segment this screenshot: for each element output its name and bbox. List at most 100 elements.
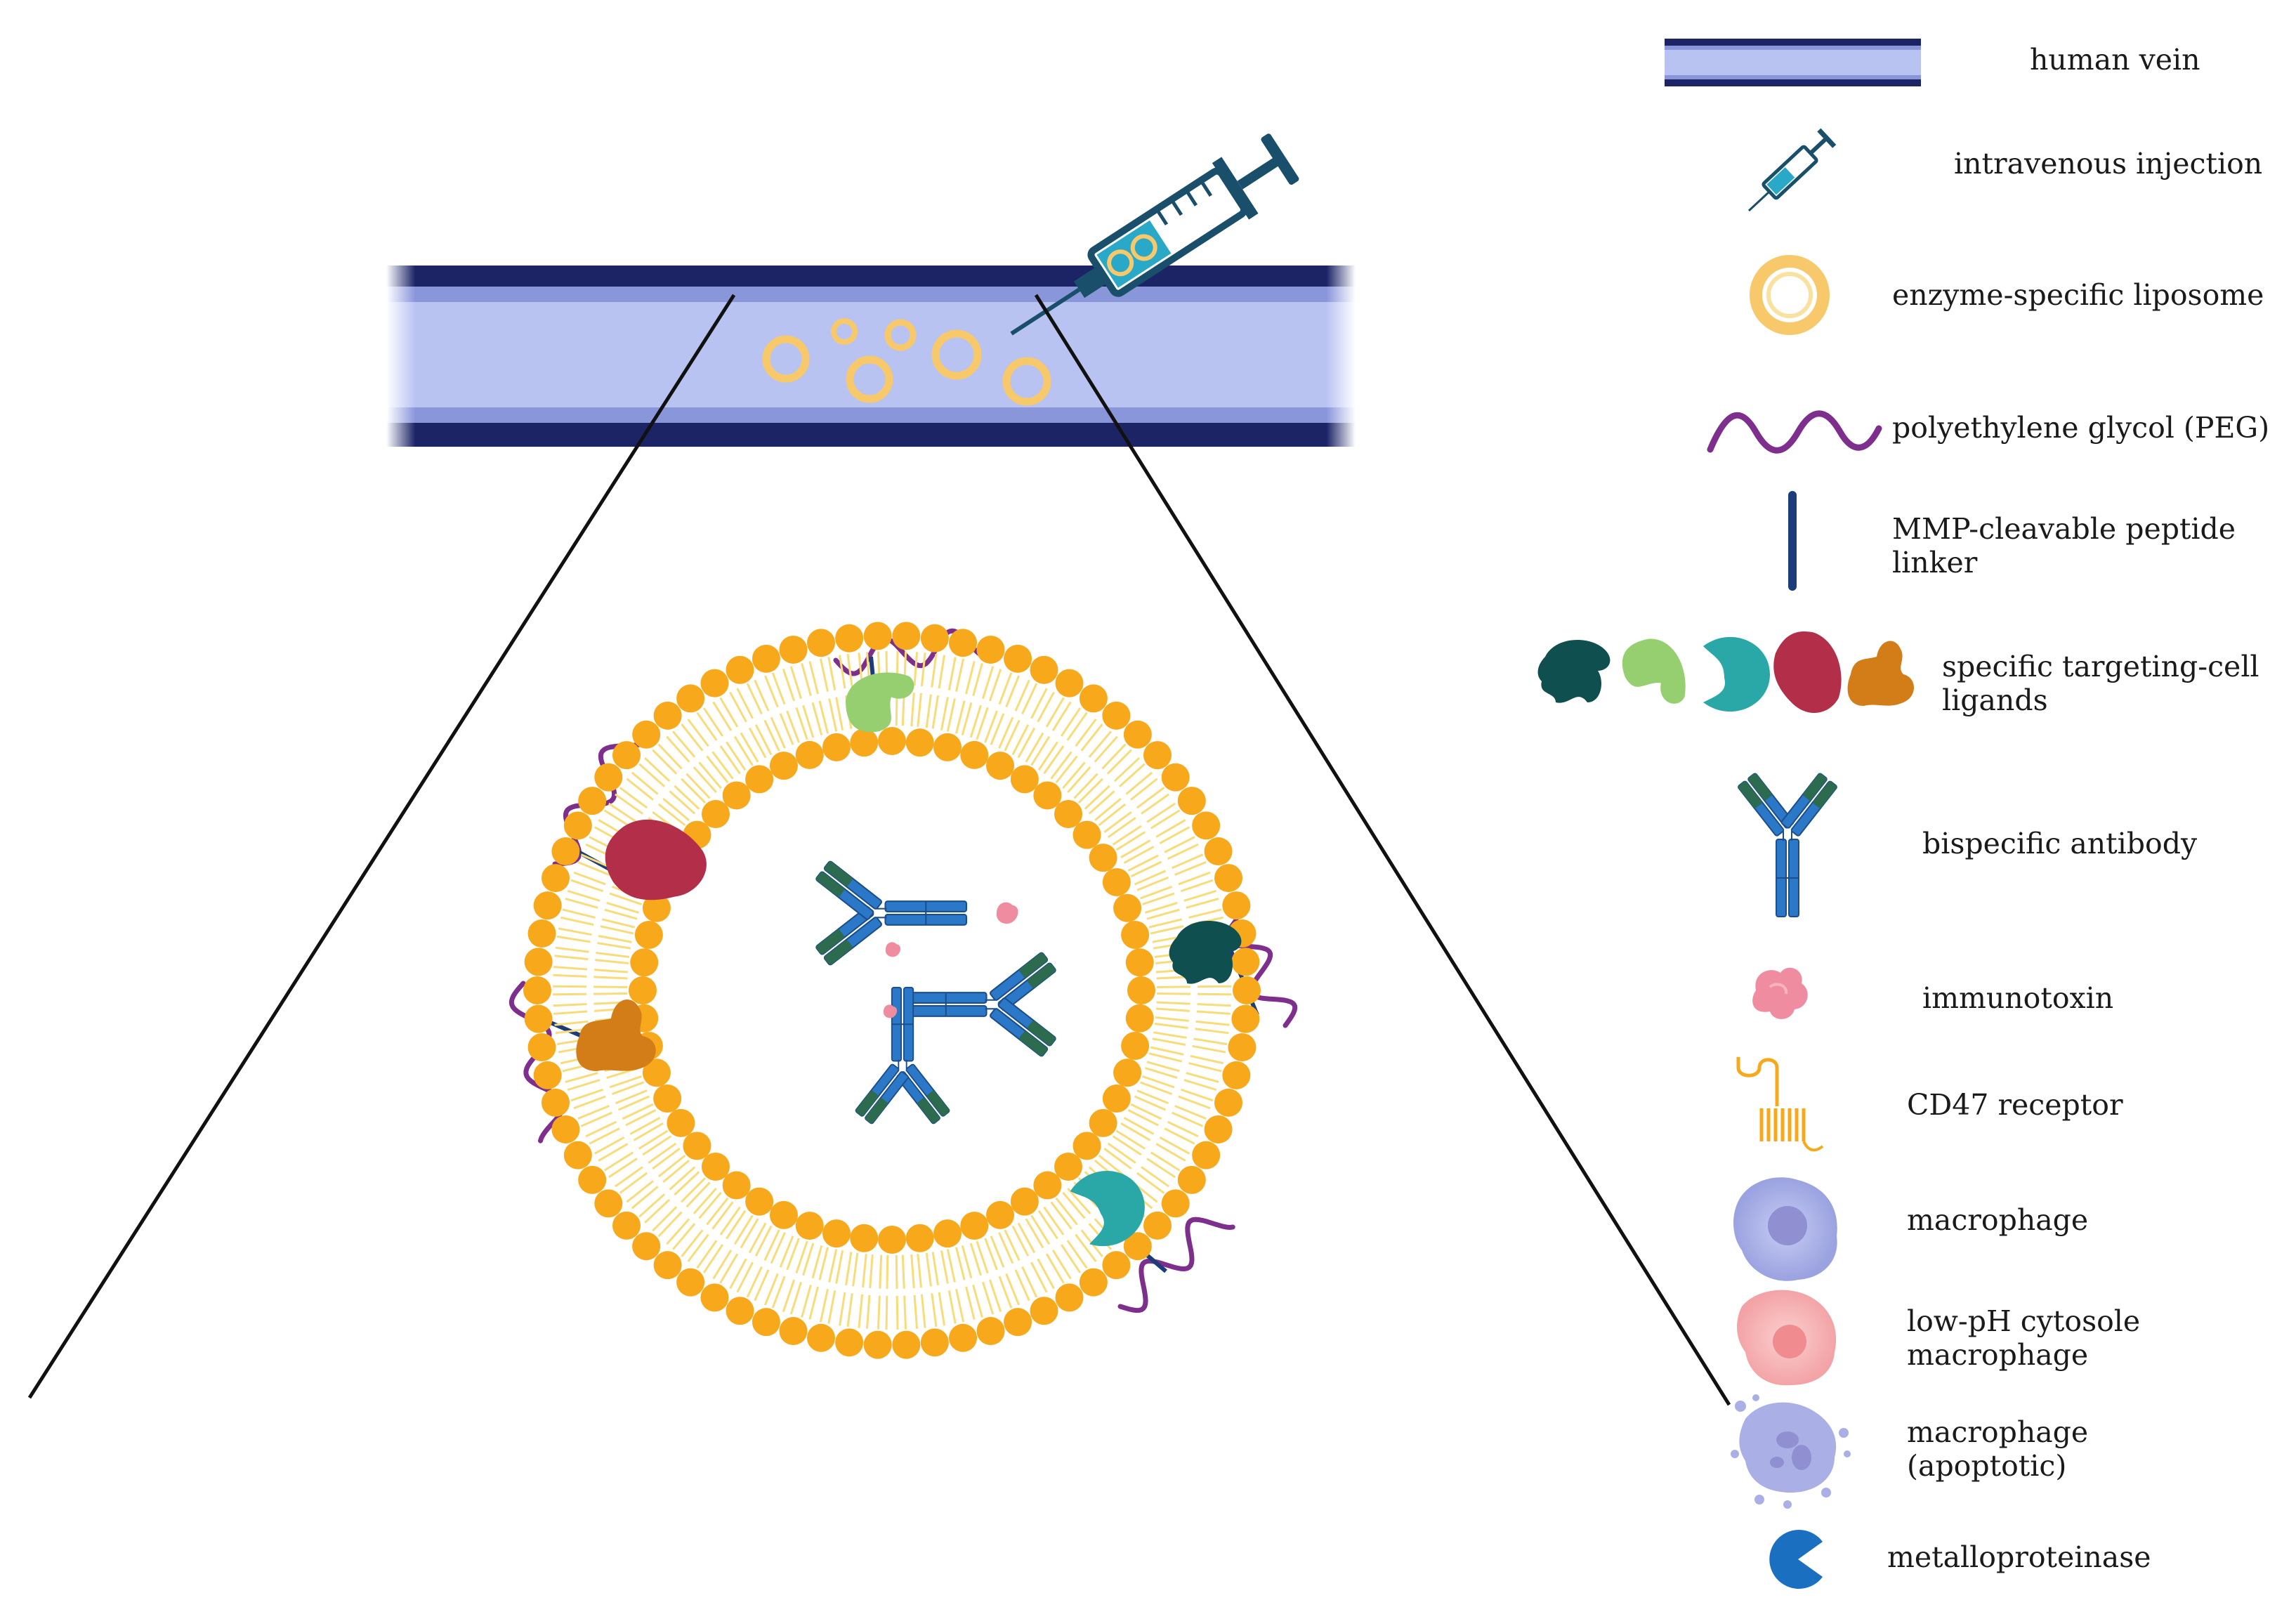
lipid-tail [1107, 1142, 1136, 1164]
lipid-tail [885, 1295, 888, 1330]
lipid-tail [558, 927, 592, 936]
lipid-tail [740, 1218, 759, 1249]
lipid-tail [580, 1111, 612, 1127]
lipid-head [835, 1328, 864, 1357]
lipid-head [612, 1211, 641, 1240]
lipid-tail [1005, 1273, 1021, 1306]
lipid-head [1033, 781, 1062, 810]
lipid-tail [648, 1142, 677, 1164]
lipid-head [1192, 811, 1221, 840]
lipid-tail [629, 1117, 661, 1135]
antibody-variable-region [816, 872, 844, 897]
lipid-head [533, 1061, 562, 1089]
legend-macrophage-icon [1733, 1177, 1837, 1281]
lipid-tail [1144, 901, 1178, 914]
lipid-tail [1014, 679, 1030, 712]
legend-lowph-macrophage-icon [1737, 1290, 1837, 1386]
lipid-tail [570, 879, 604, 893]
lipid-head [933, 733, 962, 761]
lipid-tail [657, 803, 686, 827]
lipid-tail [562, 908, 596, 919]
lipid-tail [1150, 925, 1184, 935]
antibody-variable-region [1028, 1021, 1056, 1046]
lipid-tail [555, 946, 589, 953]
antibody-variable-region [1019, 952, 1048, 978]
lipid-tail [685, 1181, 711, 1208]
lipid-tail [938, 1292, 945, 1326]
lipid-head [779, 1317, 808, 1346]
lipid-tail [1120, 839, 1151, 858]
lipid-tail [982, 1281, 995, 1315]
lipid-head [629, 976, 657, 1004]
lipid-tail [638, 763, 666, 787]
lipid-tail [671, 1223, 696, 1250]
lipid-tail [671, 730, 696, 758]
antibody-variable-region [926, 1090, 950, 1116]
lipid-tail [920, 1294, 926, 1328]
lipid-tail [615, 1089, 648, 1105]
lipid-tail [1193, 1037, 1228, 1046]
lipid-tail [687, 1233, 709, 1262]
lipid-tail [1142, 892, 1175, 905]
lipid-head [533, 891, 562, 920]
lipid-tail [1112, 825, 1142, 846]
lipid-head [1121, 1031, 1150, 1060]
lipid-tail [969, 704, 982, 738]
ligand-teal-icon [1703, 636, 1770, 712]
lipid-tail [1144, 1067, 1178, 1080]
lipid-tail [1066, 1240, 1088, 1269]
ligand-light-green [846, 672, 914, 733]
lipid-tail [596, 952, 630, 959]
lipid-head [524, 948, 553, 976]
lipid-tail [1127, 1109, 1159, 1127]
lipid-tail [657, 1154, 686, 1178]
lipid-tail [1172, 1111, 1204, 1127]
lipid-tail [589, 1127, 620, 1145]
legend-label-lowph-line1: low-pH cytosole [1907, 1304, 2141, 1338]
antibody-arm-right [990, 997, 1056, 1057]
lipid-tail [729, 691, 747, 723]
lipid-head [653, 1084, 682, 1113]
lipid-head [722, 781, 751, 810]
lipid-tail [1077, 778, 1103, 804]
lipid-tail [988, 668, 1002, 702]
lipid-head [745, 765, 774, 794]
lipid-tail [955, 1288, 965, 1323]
lipid-head [949, 1323, 978, 1352]
lipid-tail [652, 1148, 681, 1170]
antibody-variable-region [917, 1098, 940, 1124]
lipid-head [892, 622, 921, 650]
antibody-arm-right [855, 1063, 909, 1125]
lipid-head [632, 1232, 661, 1261]
lipid-tail [947, 1290, 957, 1324]
legend-label-linker-line2: linker [1892, 546, 1978, 579]
lipid-tail [1037, 741, 1058, 771]
lipid-tail [601, 918, 636, 929]
lipid-head [578, 1165, 607, 1194]
lipid-tail [626, 1180, 654, 1203]
lipid-tail [808, 661, 819, 695]
lipid-tail [1136, 1089, 1169, 1105]
lipid-tail [1155, 1143, 1186, 1162]
ligand-red [605, 819, 707, 900]
lipid-tail [946, 1249, 956, 1283]
lipid-tail [1186, 898, 1219, 909]
lipid-tail [748, 1222, 767, 1254]
lipid-tail [1164, 1127, 1195, 1145]
lipid-tail [965, 1286, 976, 1320]
lipid-tail [567, 889, 601, 902]
lipid-tail [858, 1294, 864, 1328]
lipid-tail [719, 697, 739, 728]
lipid-head [1192, 1141, 1221, 1169]
lipid-tail [1178, 871, 1211, 886]
lipid-tail [819, 1288, 829, 1323]
lipid-head [769, 752, 798, 780]
lipid-tail [984, 710, 998, 743]
lipid-head [1055, 1283, 1084, 1312]
lipid-head [653, 1251, 682, 1280]
lipid-tail [1136, 876, 1169, 891]
lipid-tail [681, 778, 707, 804]
lipid-tail [839, 655, 846, 689]
lipid-tail [869, 1254, 874, 1288]
lipid-head [752, 644, 780, 673]
